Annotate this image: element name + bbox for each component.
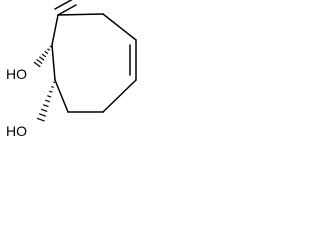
ring-bond-c8-c1	[51, 14, 59, 46]
hash-mark	[47, 95, 52, 98]
hash-mark	[49, 45, 52, 48]
hash-mark	[51, 86, 54, 88]
hashed-wedge-bond-upper	[33, 45, 52, 68]
ring-bond-c7-c8	[51, 44, 56, 81]
hash-mark	[45, 99, 50, 103]
hash-mark	[33, 61, 41, 68]
hash-mark	[42, 104, 49, 108]
hash-mark	[40, 108, 48, 112]
hash-mark	[41, 53, 47, 58]
ring-bond-c4-c5	[102, 79, 137, 113]
hash-mark	[36, 58, 43, 65]
hash-mark	[49, 90, 53, 93]
exocyclic-double-bond-outer	[57, 4, 77, 16]
hash-mark	[53, 81, 56, 84]
ring-bond-c2-c3	[102, 13, 137, 41]
hash-mark	[38, 113, 47, 117]
hydroxyl-label-lower: HO	[6, 123, 27, 139]
hashed-wedge-bond-lower	[36, 81, 56, 122]
exocyclic-double-bond-inner	[54, 0, 73, 10]
hash-mark	[47, 48, 51, 51]
hash-mark	[36, 117, 45, 122]
hydroxyl-label-upper: HO	[6, 66, 27, 82]
ring-bond-c6-c7	[54, 79, 69, 113]
hash-mark	[44, 50, 49, 55]
ring-bond-c1-c2	[57, 13, 104, 16]
molecule-structure: HO HO	[6, 0, 137, 139]
hash-mark	[39, 56, 45, 61]
